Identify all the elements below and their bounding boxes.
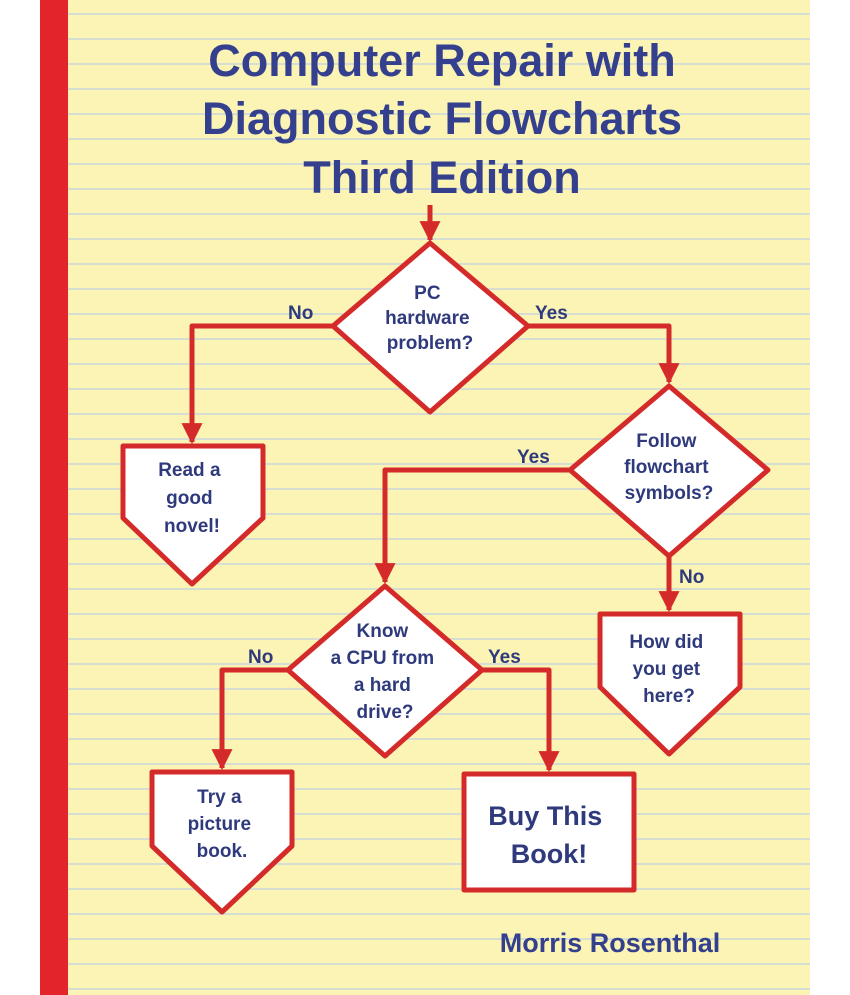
decision-nodes <box>285 240 771 759</box>
terminal-read-novel <box>120 443 266 587</box>
pc-hardware-text: PC hardware problem? <box>385 283 475 354</box>
know-cpu-text: Know a CPU from a hard drive? <box>331 621 440 723</box>
label-follow-yes: Yes <box>517 447 550 468</box>
branch-labels: No Yes Yes No No Yes <box>248 303 704 668</box>
buy-book-text: Buy This Book! <box>488 801 610 869</box>
margin-bar <box>40 0 68 995</box>
terminal-how-did-you <box>597 611 743 757</box>
book-title: Computer Repair with Diagnostic Flowchar… <box>202 35 682 203</box>
label-follow-no: No <box>679 567 704 588</box>
label-pc-no: No <box>288 303 313 324</box>
connector-pc-no <box>181 323 333 445</box>
title-line-1: Computer Repair with <box>208 35 676 86</box>
flow-connectors <box>181 205 680 773</box>
title-line-3: Third Edition <box>303 152 580 203</box>
title-line-2: Diagnostic Flowcharts <box>202 93 682 144</box>
terminal-buy-book <box>461 771 637 893</box>
how-did-you-text: How did you get here? <box>629 632 708 707</box>
connector-pc-yes <box>528 323 680 385</box>
label-cpu-yes: Yes <box>488 647 521 668</box>
label-pc-yes: Yes <box>535 303 568 324</box>
author-name: Morris Rosenthal <box>500 928 721 958</box>
decision-follow-symbols <box>567 383 771 559</box>
terminal-picture-book <box>149 769 295 915</box>
terminal-nodes <box>120 443 743 915</box>
node-labels: PC hardware problem? Follow flowchart sy… <box>158 283 714 869</box>
connector-cpu-yes <box>482 667 560 773</box>
connector-cpu-no <box>211 667 288 771</box>
picture-book-text: Try a picture book. <box>188 787 257 862</box>
decision-know-cpu <box>285 583 485 759</box>
follow-symbols-text: Follow flowchart symbols? <box>624 431 714 504</box>
connector-follow-yes <box>374 467 570 585</box>
read-novel-text: Read a good novel! <box>158 460 226 537</box>
label-cpu-no: No <box>248 647 273 668</box>
decision-pc-hardware <box>330 240 531 415</box>
